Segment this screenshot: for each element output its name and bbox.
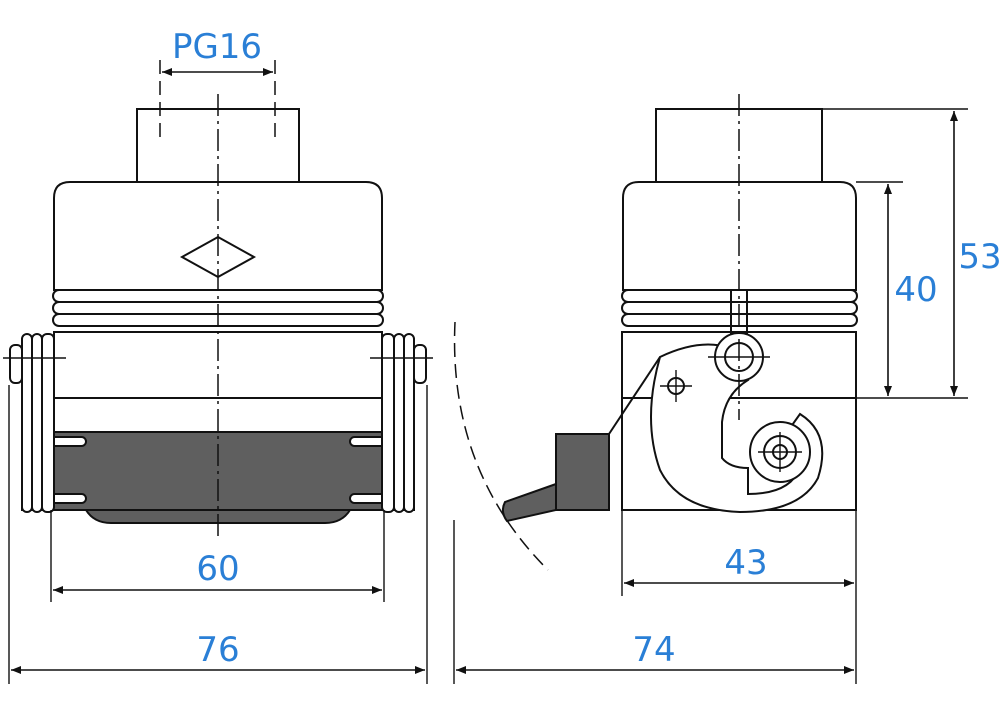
dimension-lines	[8, 68, 968, 684]
dim-label-inner-width: 60	[196, 549, 239, 589]
side-hinge-bottom	[749, 421, 811, 483]
side-view	[453, 94, 858, 571]
dim-label-outer-width: 76	[196, 630, 239, 670]
side-lever-handle	[555, 433, 610, 511]
front-view	[3, 60, 433, 540]
dim-label-pg16: PG16	[172, 27, 262, 67]
dim-label-body-height: 40	[894, 270, 937, 310]
side-swing-arc	[453, 321, 549, 571]
dim-label-depth: 43	[724, 543, 767, 583]
side-lever-arm	[608, 356, 661, 435]
side-hinge-small	[660, 370, 692, 402]
side-lever-grip	[501, 482, 557, 523]
front-diamond-mark	[179, 235, 257, 279]
front-left-lever	[3, 333, 66, 513]
front-right-lever	[370, 333, 433, 513]
dim-label-total-depth: 74	[632, 630, 675, 670]
dim-label-total-height: 53	[958, 237, 1000, 277]
